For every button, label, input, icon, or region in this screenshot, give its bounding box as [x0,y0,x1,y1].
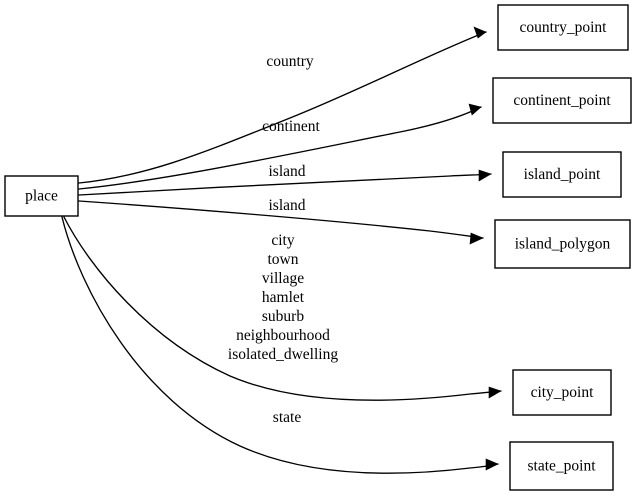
edge-country[interactable]: country [78,31,487,184]
edge-country-path [78,31,487,184]
edge-island-polygon[interactable]: island [78,197,484,239]
node-continent_point-box [492,77,632,124]
edge-island-polygon-label: island [268,197,305,214]
node-island_point-box [502,151,622,198]
arrow-state-point [485,458,499,471]
edge-city-label-line: town [268,251,299,268]
edge-continent-label: continent [262,118,320,135]
edge-city-label-line: isolated_dwelling [228,346,338,363]
node-city_point-box [512,369,612,416]
arrow-island-polygon [469,232,484,245]
node-island_polygon[interactable]: island_polygon [494,219,631,269]
node-continent_point-label: continent_point [513,92,611,109]
edge-island-point-path [78,173,492,196]
node-country_point-box [497,4,629,51]
edge-continent-path [78,106,482,190]
node-continent_point[interactable]: continent_point [492,77,632,124]
edge-city[interactable]: city town village hamlet suburb neighbourhood… [63,216,502,401]
arrow-country-point [473,26,487,39]
node-place[interactable]: place [4,175,79,217]
arrow-city-point [488,386,502,399]
node-place-label: place [25,188,58,205]
edge-city-label-line: hamlet [262,289,305,306]
node-island_polygon-box [494,219,631,269]
edge-state-label: state [273,409,302,426]
node-island_point-label: island_point [524,166,601,183]
arrowhead-layer [468,26,502,471]
edge-city-path [63,216,502,401]
node-island_polygon-label: island_polygon [515,236,611,253]
edge-city-label-line: village [262,270,304,287]
edge-island-polygon-path [78,200,484,239]
arrow-island-point [478,169,492,182]
edge-state[interactable]: state [61,216,499,474]
edge-city-label-line: neighbourhood [236,327,330,344]
node-city_point-label: city_point [531,384,595,401]
node-state_point-box [509,441,614,491]
node-country_point-label: country_point [520,19,608,36]
node-country_point[interactable]: country_point [497,4,629,51]
edge-island-point[interactable]: island [78,163,492,196]
edge-country-label: country [266,53,314,70]
edge-island-point-label: island [268,163,305,180]
node-state_point[interactable]: state_point [509,441,614,491]
node-state_point-label: state_point [527,458,596,475]
node-island_point[interactable]: island_point [502,151,622,198]
edge-layer: country continent island island city town vill… [61,31,502,474]
node-layer: place country_point continent_point island_… [4,4,632,491]
node-place-box [4,175,79,217]
edge-state-path [61,216,499,474]
node-city_point[interactable]: city_point [512,369,612,416]
arrow-continent-point [468,103,482,116]
edge-city-label: city town village hamlet suburb neighbourhood… [228,232,338,363]
edge-city-label-line: suburb [262,308,304,325]
edge-continent[interactable]: continent [78,106,482,190]
edge-city-label-line: city [271,232,294,249]
